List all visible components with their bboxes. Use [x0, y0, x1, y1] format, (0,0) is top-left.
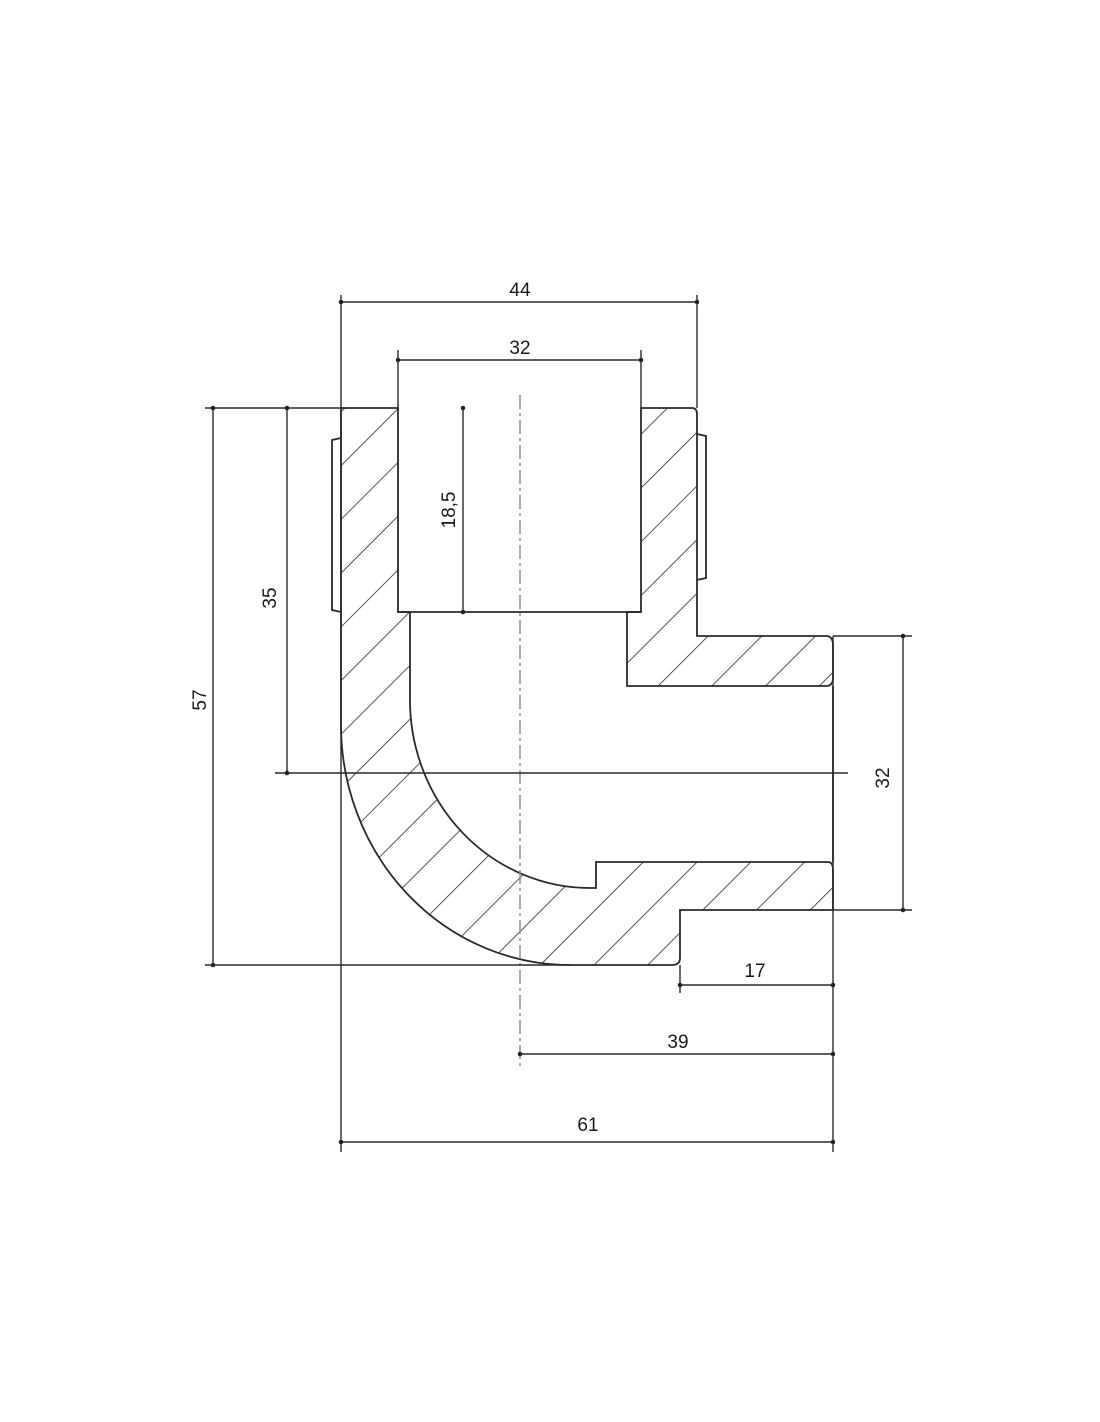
dim-label-57: 57	[190, 689, 211, 710]
dim-label-44: 44	[509, 280, 531, 301]
dim-label-32-side: 32	[873, 767, 894, 788]
dim-label-39: 39	[667, 1032, 688, 1053]
dim-label-32-top: 32	[509, 338, 530, 359]
dim-label-35: 35	[260, 587, 281, 608]
dim-label-61: 61	[577, 1115, 598, 1136]
thread-left	[331, 437, 342, 613]
dim-label-18-5: 18,5	[439, 492, 460, 529]
thread-right	[696, 433, 707, 581]
body-section-right	[626, 407, 834, 687]
dim-label-17: 17	[744, 961, 765, 982]
